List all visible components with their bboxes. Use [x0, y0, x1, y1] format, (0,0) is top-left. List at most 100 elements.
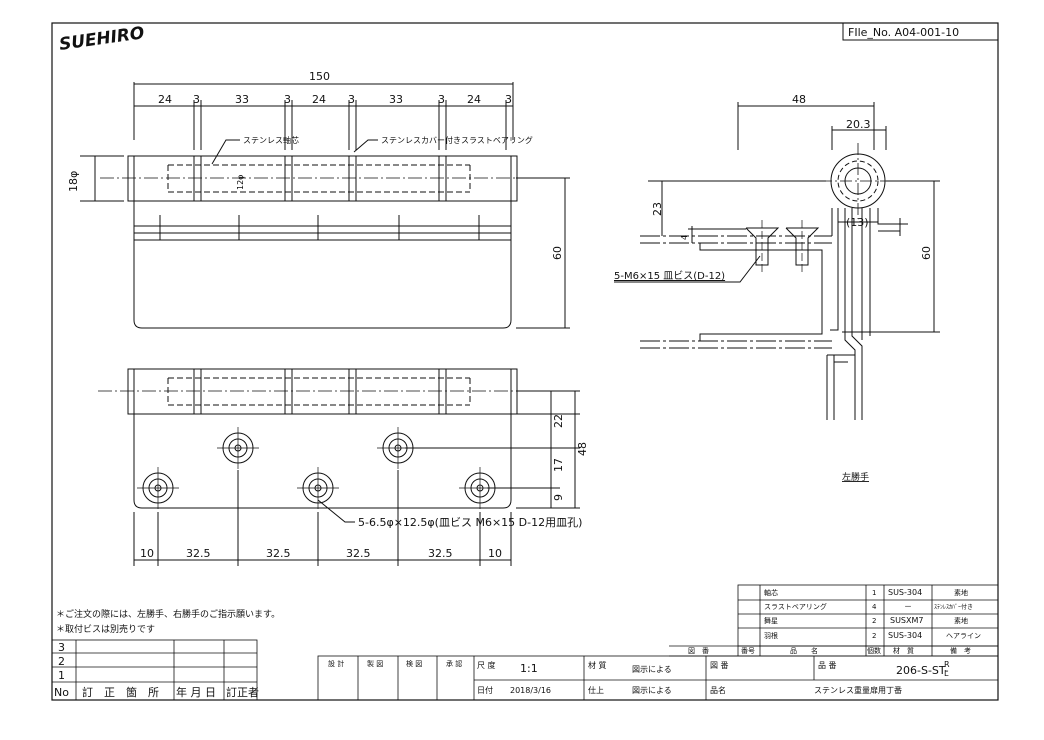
side-view: [614, 102, 940, 420]
part-2-material: －: [904, 602, 912, 611]
part-1-name: 軸芯: [764, 588, 778, 597]
revision-header-date: 年 月 日: [176, 685, 216, 699]
part-4-name: 羽根: [764, 631, 778, 640]
callout-stainless-pin: ステンレス軸芯: [243, 135, 299, 145]
dim-17: 17: [552, 458, 565, 472]
dim-seg-5: 24: [312, 93, 326, 106]
part-2-remark: ｽﾃﾝﾚｽｶﾊﾞｰ付き: [934, 603, 973, 611]
title-check: 検 図: [406, 659, 422, 668]
dim-seg-8: 3: [438, 93, 445, 106]
dim-dia-18: 18φ: [67, 171, 80, 192]
front-view: [80, 82, 570, 329]
dim-seg-9: 24: [467, 93, 481, 106]
part-2-name: スラストベアリング: [764, 602, 827, 611]
title-suffix-l: L: [944, 669, 949, 678]
logo-text: SUEHIRO: [58, 23, 146, 55]
dim-height-60-side: 60: [920, 246, 933, 260]
parts-header-item: 品 名: [790, 646, 818, 655]
part-4-qty: 2: [872, 632, 876, 640]
dim-23: 23: [651, 202, 664, 216]
part-1-remark: 素地: [954, 588, 968, 597]
title-scale-label: 尺 度: [477, 660, 496, 670]
part-3-material: SUSXM7: [890, 616, 923, 625]
title-name-label: 品名: [710, 685, 726, 695]
title-name-value: ステンレス重量扉用丁番: [814, 685, 902, 695]
title-design: 設 計: [328, 659, 344, 668]
revision-header-corrector: 訂正者: [226, 685, 259, 699]
dim-22: 22: [552, 414, 565, 428]
part-4-remark: ヘアライン: [946, 632, 981, 640]
parts-table: [669, 584, 999, 657]
dim-dia-12: 12φ: [236, 175, 245, 190]
suehiro-logo: SUEHIRO: [58, 23, 146, 55]
label-left-hand: 左勝手: [842, 471, 869, 483]
dim-height-60-front: 60: [551, 246, 564, 260]
title-product-no: 206-S-ST-: [896, 664, 949, 677]
dim-h-32-5-c: 32.5: [346, 547, 371, 560]
part-1-material: SUS-304: [888, 588, 922, 597]
note-order: ＊ご注文の際には、左勝手、右勝手のご指示願います。: [56, 608, 280, 620]
parts-header-drawing-no: 図 番: [688, 647, 709, 655]
dim-seg-10: 3: [505, 93, 512, 106]
dim-seg-4: 3: [284, 93, 291, 106]
dim-h-10-left: 10: [140, 547, 154, 560]
revision-row-1: 1: [58, 669, 65, 682]
parts-header-remark: 備 考: [950, 646, 971, 655]
title-date-label: 日付: [477, 685, 493, 695]
callout-holes: 5-6.5φ×12.5φ(皿ビス M6×15 D-12用皿孔): [358, 516, 582, 529]
part-1-qty: 1: [872, 589, 876, 597]
dim-seg-2: 3: [193, 93, 200, 106]
dim-overall-150: 150: [309, 70, 330, 83]
dim-h-32-5-a: 32.5: [186, 547, 211, 560]
part-4-material: SUS-304: [888, 631, 922, 640]
dim-48-rear: 48: [576, 442, 589, 456]
callout-thrust-bearing: ステンレスカバー付きスラストベアリング: [381, 135, 533, 145]
parts-header-no: 番号: [741, 647, 755, 655]
dim-seg-1: 24: [158, 93, 172, 106]
dim-seg-6: 3: [348, 93, 355, 106]
dim-20-3: 20.3: [846, 118, 871, 131]
title-block: [317, 655, 999, 701]
revision-table: [51, 639, 258, 701]
revision-header-no: No: [54, 686, 69, 699]
dim-h-32-5-b: 32.5: [266, 547, 291, 560]
part-3-remark: 素地: [954, 616, 968, 625]
revision-row-2: 2: [58, 655, 65, 668]
note-screws: ＊取付ビスは別売りです: [56, 623, 155, 635]
file-no: FIle_No. A04-001-10: [848, 26, 959, 39]
dim-9: 9: [552, 494, 565, 501]
dim-h-10-right: 10: [488, 547, 502, 560]
title-date: 2018/3/16: [510, 686, 551, 695]
dim-seg-3: 33: [235, 93, 249, 106]
callout-screws: 5-M6×15 皿ビス(D-12): [614, 270, 725, 282]
title-material-value: 図示による: [632, 665, 672, 674]
parts-header-qty: 個数: [867, 646, 881, 655]
dim-48-side: 48: [792, 93, 806, 106]
dim-h-32-5-d: 32.5: [428, 547, 453, 560]
part-2-qty: 4: [872, 603, 877, 611]
title-finish-value: 図示による: [632, 686, 672, 695]
title-suffix-r: R: [944, 660, 950, 669]
dim-13: (13): [846, 216, 869, 229]
screw-1: [745, 220, 780, 272]
hole-upper-left: [217, 427, 259, 469]
rear-view: [98, 368, 580, 566]
title-draft: 製 図: [367, 659, 383, 668]
title-drawing-no-label: 図 番: [710, 660, 729, 670]
revision-row-3: 3: [58, 641, 65, 654]
file-no-box: [842, 22, 999, 41]
title-product-no-label: 品 番: [818, 660, 837, 670]
hole-lower-center: [297, 467, 339, 509]
part-3-qty: 2: [872, 617, 876, 625]
title-scale: 1:1: [520, 662, 538, 675]
title-approve: 承 認: [446, 659, 462, 668]
screw-2: [785, 220, 820, 272]
part-3-name: 舞星: [764, 616, 778, 625]
hole-lower-left: [137, 467, 179, 509]
parts-header-material: 材 質: [893, 646, 914, 655]
dim-4: 4: [680, 235, 689, 240]
dim-seg-7: 33: [389, 93, 403, 106]
title-material-label: 材 質: [588, 660, 607, 670]
revision-header-location: 訂 正 箇 所: [82, 685, 159, 699]
